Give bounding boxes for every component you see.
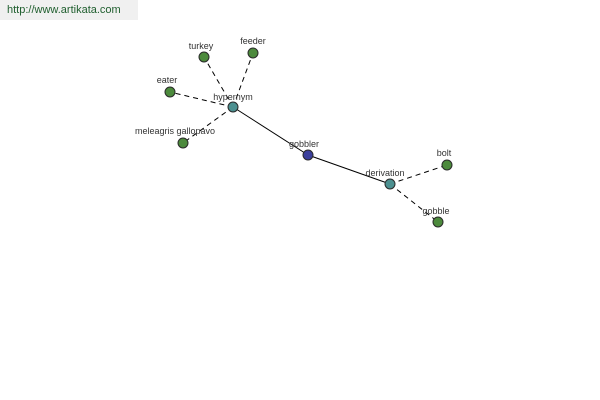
node-label-gobble: gobble [422,206,449,216]
node-meleagris[interactable] [177,137,189,149]
node-eater[interactable] [164,86,176,98]
node-label-eater: eater [157,75,178,85]
edge-gobbler-derivation [307,154,391,185]
edges-layer [169,52,448,223]
node-label-feeder: feeder [240,36,266,46]
edge-derivation-gobble [389,183,439,223]
node-hypernym[interactable] [227,101,239,113]
node-label-meleagris: meleagris gallopavo [135,126,215,136]
node-gobbler[interactable] [302,149,314,161]
node-label-hypernym: hypernym [213,92,253,102]
node-label-derivation: derivation [365,168,404,178]
node-gobble[interactable] [432,216,444,228]
nodes-layer [164,47,453,228]
node-label-bolt: bolt [437,148,452,158]
edge-gobbler-hypernym [232,106,309,156]
node-label-turkey: turkey [189,41,214,51]
node-derivation[interactable] [384,178,396,190]
node-bolt[interactable] [441,159,453,171]
edge-hypernym-meleagris [182,106,234,144]
edge-derivation-bolt [389,164,448,185]
edge-hypernym-feeder [232,52,254,108]
edge-hypernym-turkey [203,56,234,108]
edge-hypernym-eater [169,91,234,108]
node-label-gobbler: gobbler [289,139,319,149]
node-turkey[interactable] [198,51,210,63]
labels-layer: gobbler hypernym derivation turkey feeder eat… [135,36,452,216]
site-url-link[interactable]: http://www.artikata.com [7,4,121,16]
header-bar: http://www.artikata.com [0,0,138,20]
node-feeder[interactable] [247,47,259,59]
